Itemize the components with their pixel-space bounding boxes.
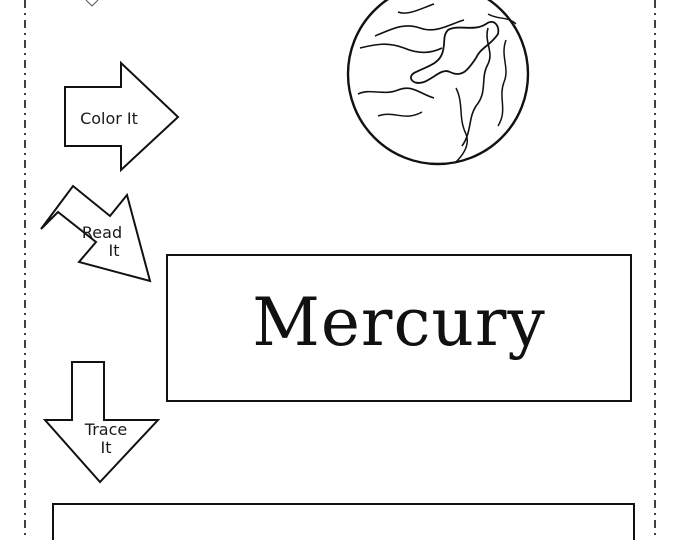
down-right-arrow-icon — [40, 184, 152, 283]
read-it-label: Read It — [74, 224, 130, 260]
read-it-line-2: It — [108, 241, 120, 260]
color-it-label: Color It — [80, 109, 138, 128]
read-it-line-1: Read — [81, 223, 123, 242]
trace-box — [52, 503, 635, 540]
mercury-planet-outline-icon — [346, 0, 530, 166]
down-arrow-icon — [42, 361, 161, 484]
trace-it-label: Trace It — [72, 421, 140, 457]
trace-it-line-1: Trace — [84, 420, 128, 439]
right-arrow-icon — [64, 60, 180, 173]
trace-it-line-2: It — [100, 438, 112, 457]
planet-name: Mercury — [252, 283, 546, 361]
planet-name-box: Mercury — [166, 254, 632, 402]
